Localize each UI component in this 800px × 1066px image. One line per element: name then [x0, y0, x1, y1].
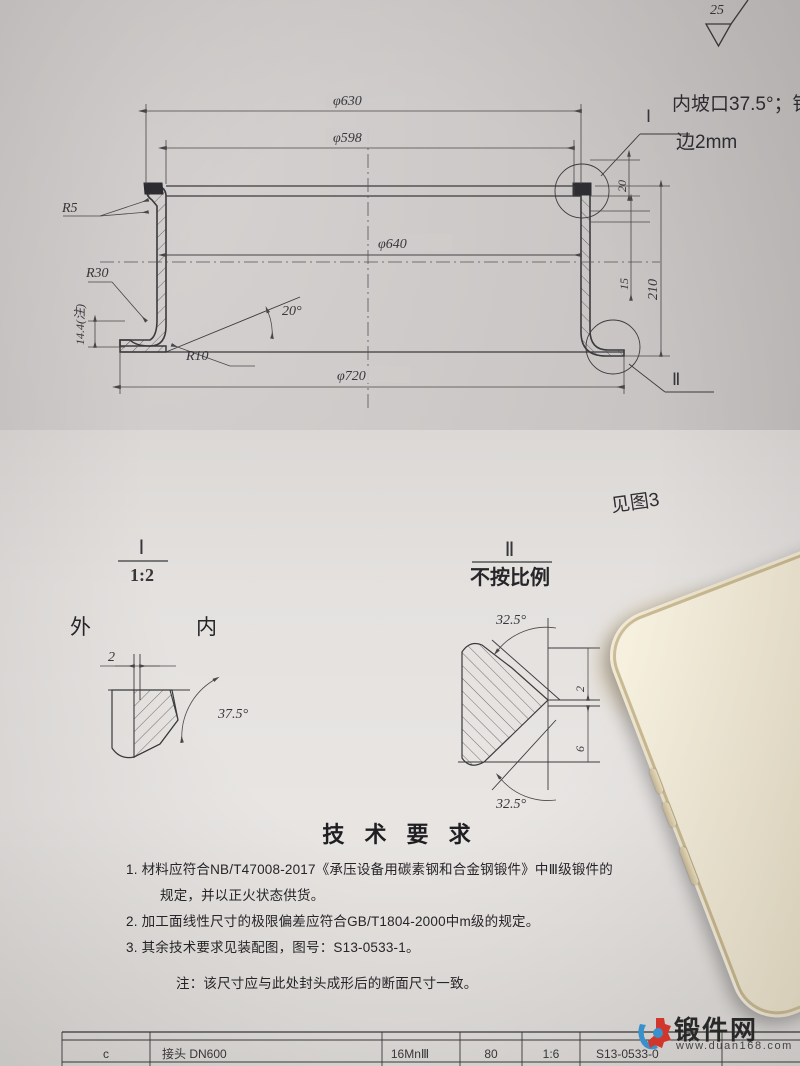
handwritten-annotation-line2: 边2mm: [676, 131, 737, 153]
detail-II-angle-top: 32.5°: [495, 613, 527, 628]
angle-20-leader: 20°: [165, 296, 302, 353]
tech-requirements-title: 技 术 要 求: [322, 822, 477, 847]
dim-14-4: 14.4(注): [73, 304, 125, 348]
left-wall-section: [119, 182, 167, 353]
watermark-url-text: www.duan168.com: [676, 1040, 793, 1052]
dim-R30-label: R30: [85, 266, 109, 281]
handwritten-note-center: 见图3: [610, 489, 661, 517]
tb-col-0: c: [103, 1047, 109, 1061]
dim-phi640-label: φ640: [378, 237, 407, 252]
dim-phi630: φ630: [138, 91, 582, 184]
detail-marker-I: Ⅰ: [646, 107, 652, 126]
detail-II-gap-label: 2: [573, 686, 587, 692]
dim-R10-label: R10: [185, 349, 209, 364]
dim-angle-20: 20°: [282, 304, 302, 319]
detail-I-outside-label: 外: [70, 616, 91, 639]
tech-req-item-2: 2. 加工面线性尺寸的极限偏差应符合GB/T1804-2000中m级的规定。: [126, 913, 539, 929]
body-outline: [120, 185, 624, 353]
dim-phi630-label: φ630: [333, 94, 362, 109]
detail-circle-I: Ⅰ: [554, 107, 690, 219]
watermark-brand-text: 锻件网: [674, 1015, 759, 1045]
dim-phi598: φ598: [158, 128, 575, 184]
right-wall-section: [572, 182, 625, 357]
dim-R30: R30: [85, 266, 148, 323]
surface-roughness-symbol: 25: [704, 0, 749, 48]
tb-col-1: 接头 DN600: [162, 1046, 227, 1061]
dim-phi640: φ640: [158, 234, 582, 258]
detail-I-inside-label: 内: [196, 616, 217, 639]
tb-col-5: S13-0533-0: [596, 1047, 659, 1061]
dim-20: 20: [590, 149, 640, 201]
detail-II-angle-bottom: 32.5°: [495, 797, 527, 812]
tb-col-2: 16MnⅢ: [391, 1047, 429, 1061]
tech-req-item-1: 1. 材料应符合NB/T47008-2017《承压设备用碳素钢和合金钢锻件》中Ⅲ…: [126, 861, 613, 877]
tb-col-3: 80: [484, 1047, 498, 1061]
watermark-logo-icon: [638, 1018, 671, 1050]
detail-II-scale: 不按比例: [470, 565, 550, 589]
detail-I-scale: 1:2: [130, 565, 154, 585]
handwritten-annotation-line1: 内坡口37.5°；钝: [672, 93, 800, 115]
detail-view-II: Ⅱ 不按比例 32.5° 32.5° 2: [458, 539, 600, 812]
dim-phi720: φ720: [112, 352, 625, 394]
site-watermark: 锻件网 www.duan168.com: [636, 1012, 800, 1064]
detail-circle-II: Ⅱ: [585, 319, 714, 393]
dim-phi720-label: φ720: [337, 369, 366, 384]
detail-marker-II: Ⅱ: [672, 370, 681, 389]
detail-II-title: Ⅱ: [505, 539, 516, 561]
detail-I-angle-label: 37.5°: [217, 707, 249, 722]
dim-210-label: 210: [646, 279, 661, 300]
tb-col-4: 1:6: [543, 1047, 560, 1061]
detail-II-root-label: 6: [573, 746, 587, 752]
dim-R10: R10: [170, 342, 255, 367]
dim-15: 15: [590, 193, 650, 301]
roughness-value: 25: [710, 3, 724, 18]
dim-R5: R5: [61, 198, 150, 217]
dim-15-label: 15: [617, 278, 631, 290]
detail-view-I: Ⅰ 1:2 外 内 2 37.5°: [70, 537, 249, 759]
tech-req-note: 注：该尺寸应与此处封头成形后的断面尺寸一致。: [176, 975, 477, 991]
dim-phi598-label: φ598: [333, 131, 362, 146]
detail-I-width-label: 2: [108, 650, 115, 665]
tech-req-item-1-cont: 规定，并以正火状态供货。: [160, 887, 324, 903]
detail-I-title: Ⅰ: [139, 537, 146, 559]
dim-210: 210: [595, 179, 670, 357]
dim-14-4-label: 14.4(注): [73, 304, 87, 345]
title-block: c 接头 DN600 16MnⅢ 80 1:6 S13-0533-0: [61, 1031, 800, 1066]
dim-R5-label: R5: [61, 201, 78, 216]
tech-req-item-3: 3. 其余技术要求见装配图，图号：S13-0533-1。: [126, 939, 420, 955]
